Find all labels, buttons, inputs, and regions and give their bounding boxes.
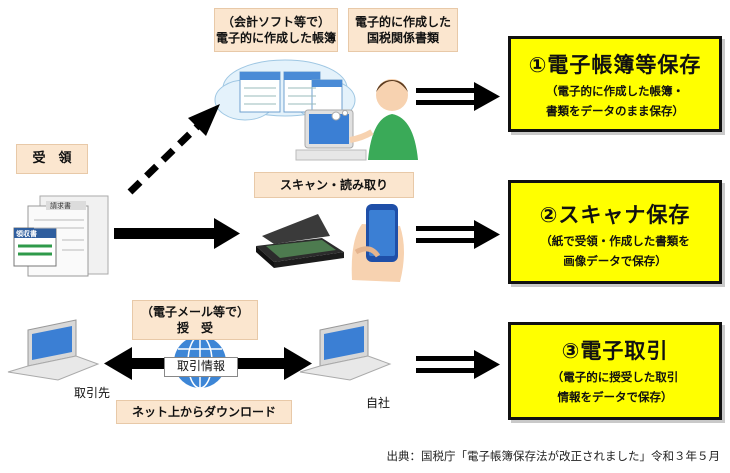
accounting-tag-bottom: 電子的に作成した帳簿	[215, 31, 336, 45]
transaction-info-label: 取引情報	[164, 357, 238, 377]
receive-tag: 受 領	[16, 144, 88, 174]
cloud-icon	[214, 59, 356, 121]
double-arrow-2	[416, 220, 500, 249]
own-company-laptop-icon	[299, 319, 392, 381]
electronic-books-box: ①電子帳簿等保存 （電子的に作成した帳簿・ 書類をデータのまま保存）	[508, 36, 722, 132]
email-tag-top: （電子メール等で）	[140, 305, 249, 319]
email-tag: （電子メール等で） 授 受	[132, 300, 258, 340]
accounting-tag: （会計ソフト等で） 電子的に作成した帳簿	[214, 8, 338, 52]
smartphone-icon	[351, 204, 404, 282]
invoice-doc-label: 請求書	[50, 202, 71, 210]
tax-docs-tag: 電子的に作成した 国税関係書類	[348, 8, 458, 52]
electronic-transaction-desc-2: 情報をデータで保存）	[557, 390, 673, 404]
double-arrow-1	[416, 82, 500, 111]
email-tag-bottom: 授 受	[176, 321, 213, 335]
scanner-icon	[256, 214, 344, 268]
electronic-books-desc-2: 書類をデータのまま保存）	[546, 104, 684, 118]
electronic-transaction-title: ③電子取引	[561, 339, 669, 363]
scanner-storage-box: ②スキャナ保存 （紙で受領・作成した書類を 画像データで保存）	[508, 180, 722, 284]
office-worker-icon	[295, 79, 418, 161]
electronic-transaction-box: ③電子取引 （電子的に授受した取引 情報をデータで保存）	[508, 322, 722, 420]
scan-tag: スキャン・読み取り	[254, 172, 414, 198]
tax-docs-tag-bottom: 国税関係書類	[366, 31, 439, 45]
download-tag: ネット上からダウンロード	[116, 400, 292, 424]
electronic-transaction-desc-1: （電子的に授受した取引	[551, 370, 679, 384]
electronic-books-desc-1: （電子的に作成した帳簿・	[546, 84, 684, 98]
counterparty-laptop-icon	[7, 319, 100, 381]
receipt-doc-label: 領収書	[16, 230, 37, 238]
tax-docs-tag-top: 電子的に作成した	[354, 15, 451, 29]
scanner-storage-desc-1: （紙で受領・作成した書類を	[540, 234, 690, 248]
paper-documents-icon	[13, 195, 109, 277]
dashed-arrow	[127, 104, 220, 195]
electronic-books-title: ①電子帳簿等保存	[528, 53, 702, 77]
source-citation: 出典：国税庁「電子帳簿保存法が改正されました」令和３年５月	[386, 449, 721, 463]
counterparty-label: 取引先	[74, 386, 111, 400]
scanner-storage-desc-2: 画像データで保存）	[563, 254, 667, 268]
own-company-label: 自社	[366, 396, 391, 410]
double-arrow-3	[416, 350, 500, 379]
accounting-tag-top: （会計ソフト等で）	[221, 15, 330, 29]
solid-arrow-to-scanner	[114, 218, 240, 249]
scanner-storage-title: ②スキャナ保存	[539, 203, 691, 227]
